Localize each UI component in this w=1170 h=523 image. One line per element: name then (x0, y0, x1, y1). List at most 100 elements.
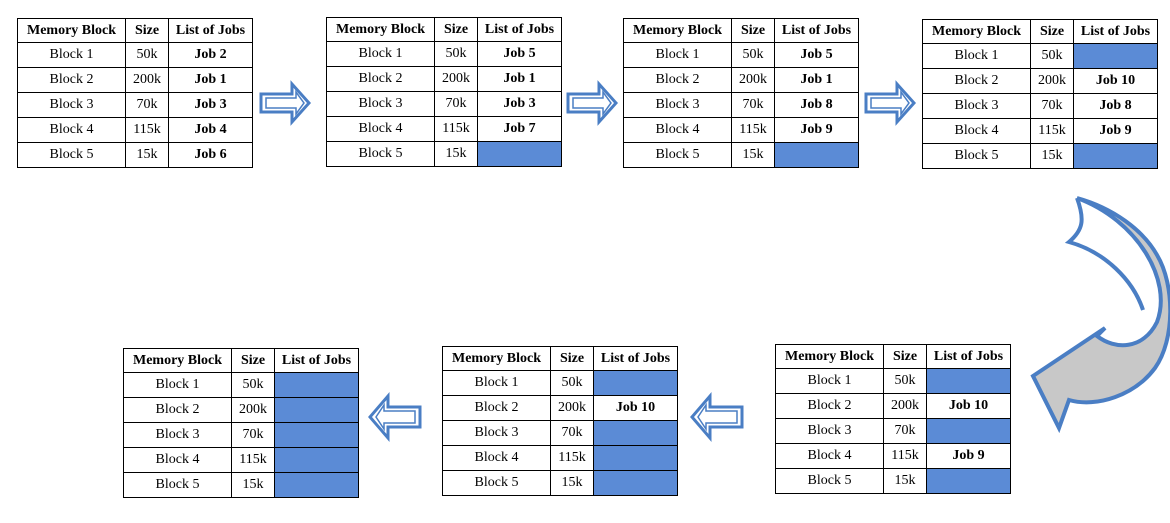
block-name-cell: Block 1 (775, 368, 884, 394)
job-cell: Job 1 (168, 67, 253, 93)
block-size-cell: 70k (883, 418, 927, 444)
block-name-cell: Block 4 (17, 117, 126, 143)
right-arrow-icon (864, 80, 917, 126)
job-cell: Job 1 (774, 67, 859, 93)
block-name-cell: Block 3 (17, 92, 126, 118)
header-size: Size (1030, 19, 1074, 44)
block-name-cell: Block 4 (442, 445, 551, 471)
job-cell: Job 3 (477, 91, 562, 117)
free-slot-cell (274, 422, 359, 448)
block-name-cell: Block 2 (922, 68, 1031, 94)
free-slot-cell (274, 397, 359, 423)
job-cell: Job 9 (926, 443, 1011, 469)
job-cell: Job 7 (477, 116, 562, 142)
block-name-cell: Block 3 (326, 91, 435, 117)
block-size-cell: 15k (434, 141, 478, 167)
header-size: Size (550, 346, 594, 371)
block-size-cell: 50k (550, 370, 594, 396)
job-cell: Job 2 (168, 42, 253, 68)
header-memory-block: Memory Block (17, 18, 126, 43)
block-name-cell: Block 3 (775, 418, 884, 444)
block-size-cell: 115k (231, 447, 275, 473)
header-list-of-jobs: List of Jobs (1073, 19, 1158, 44)
block-name-cell: Block 1 (123, 372, 232, 398)
block-size-cell: 115k (125, 117, 169, 143)
block-size-cell: 15k (550, 470, 594, 496)
block-size-cell: 50k (434, 41, 478, 67)
free-slot-cell (593, 445, 678, 471)
job-cell: Job 6 (168, 142, 253, 168)
free-slot-cell (274, 372, 359, 398)
block-name-cell: Block 1 (326, 41, 435, 67)
free-slot-cell (477, 141, 562, 167)
header-list-of-jobs: List of Jobs (274, 348, 359, 373)
block-name-cell: Block 4 (922, 118, 1031, 144)
header-memory-block: Memory Block (123, 348, 232, 373)
block-name-cell: Block 1 (922, 43, 1031, 69)
free-slot-cell (926, 368, 1011, 394)
block-name-cell: Block 5 (775, 468, 884, 494)
block-size-cell: 50k (1030, 43, 1074, 69)
free-slot-cell (774, 142, 859, 168)
block-name-cell: Block 5 (123, 472, 232, 498)
block-name-cell: Block 3 (623, 92, 732, 118)
block-name-cell: Block 1 (442, 370, 551, 396)
block-name-cell: Block 3 (922, 93, 1031, 119)
header-size: Size (434, 17, 478, 42)
free-slot-cell (1073, 43, 1158, 69)
block-size-cell: 200k (1030, 68, 1074, 94)
job-cell: Job 10 (1073, 68, 1158, 94)
job-cell: Job 9 (1073, 118, 1158, 144)
block-name-cell: Block 5 (17, 142, 126, 168)
right-arrow-icon (566, 80, 619, 126)
free-slot-cell (926, 468, 1011, 494)
block-size-cell: 200k (550, 395, 594, 421)
block-size-cell: 115k (731, 117, 775, 143)
block-name-cell: Block 4 (775, 443, 884, 469)
left-arrow-icon (690, 391, 744, 443)
header-list-of-jobs: List of Jobs (926, 344, 1011, 369)
block-name-cell: Block 3 (123, 422, 232, 448)
block-name-cell: Block 5 (623, 142, 732, 168)
free-slot-cell (593, 470, 678, 496)
header-list-of-jobs: List of Jobs (168, 18, 253, 43)
free-slot-cell (593, 370, 678, 396)
block-name-cell: Block 4 (326, 116, 435, 142)
left-arrow-icon (368, 391, 422, 443)
job-cell: Job 8 (1073, 93, 1158, 119)
job-cell: Job 10 (926, 393, 1011, 419)
job-cell: Job 8 (774, 92, 859, 118)
block-name-cell: Block 2 (123, 397, 232, 423)
header-memory-block: Memory Block (623, 18, 732, 43)
block-name-cell: Block 4 (123, 447, 232, 473)
header-memory-block: Memory Block (326, 17, 435, 42)
header-memory-block: Memory Block (442, 346, 551, 371)
header-size: Size (125, 18, 169, 43)
free-slot-cell (593, 420, 678, 446)
